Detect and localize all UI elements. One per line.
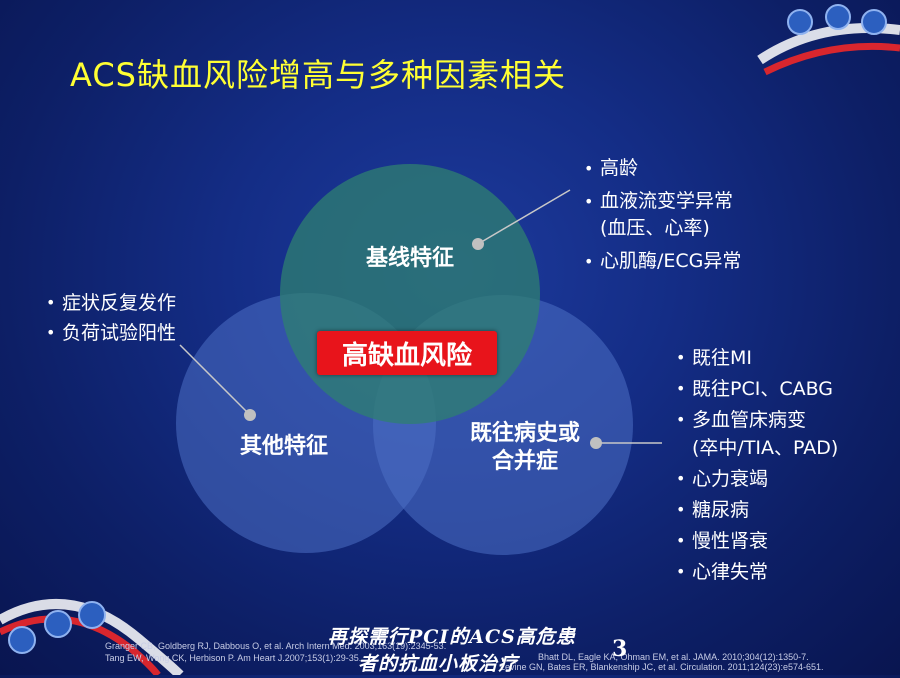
reference-line: Granger CB, Goldberg RJ, Dabbous O, et a…: [105, 641, 447, 651]
venn-label-history-line1: 既往病史或: [469, 421, 580, 446]
bullet-item-continuation: (血压、心率): [600, 217, 710, 239]
bullet-item: 高龄: [584, 155, 741, 182]
bullet-item: 负荷试验阳性: [46, 318, 176, 348]
venn-label-history-line2: 合并症: [491, 449, 558, 474]
references-right-2: Levine GN, Bates ER, Blankenship JC, et …: [500, 661, 824, 673]
other-bullet-list: 症状反复发作 负荷试验阳性: [46, 288, 176, 348]
bullet-item: 血液流变学异常: [584, 188, 741, 215]
venn-label-history: 既往病史或 合并症: [455, 420, 595, 476]
references-right: Bhatt DL, Eagle KA, Ohman EM, et al. JAM…: [538, 651, 809, 663]
bullet-item-continuation: (卒中/TIA、PAD): [692, 437, 839, 459]
baseline-bullet-list: 高龄 血液流变学异常 (血压、心率) 心肌酶/ECG异常: [584, 155, 741, 275]
venn-circle-baseline: [280, 164, 540, 424]
bullet-item: 多血管床病变: [676, 406, 838, 434]
bullet-item: 既往MI: [676, 344, 838, 372]
footer-title: 再探需行PCI的ACS高危患 者的抗血小板治疗: [328, 624, 588, 678]
venn-label-baseline: 基线特征: [365, 246, 454, 271]
slide-title: ACS缺血风险增高与多种因素相关: [70, 56, 566, 94]
reference-line: Tang EW, Wong CK, Herbison P. Am Heart J…: [105, 653, 362, 663]
history-bullet-list: 既往MI 既往PCI、CABG 多血管床病变 (卒中/TIA、PAD) 心力衰竭…: [676, 344, 838, 586]
bullet-item: 慢性肾衰: [676, 527, 838, 555]
connector-other: [179, 344, 251, 416]
bullet-item: 心力衰竭: [676, 465, 838, 493]
bullet-item: 糖尿病: [676, 496, 838, 524]
center-risk-box: 高缺血风险: [317, 331, 497, 375]
reference-line: Bhatt DL, Eagle KA, Ohman EM, et al. JAM…: [538, 652, 809, 662]
bullet-item: 心肌酶/ECG异常: [584, 248, 741, 275]
page-number: 3: [612, 636, 628, 662]
footer-title-line1: 再探需行PCI的ACS高危患: [328, 626, 576, 648]
reference-line: Levine GN, Bates ER, Blankenship JC, et …: [500, 662, 824, 672]
venn-label-other: 其他特征: [239, 434, 328, 459]
references-left: Granger CB, Goldberg RJ, Dabbous O, et a…: [105, 640, 446, 664]
bullet-item: 心律失常: [676, 558, 838, 586]
bullet-item: 症状反复发作: [46, 288, 176, 318]
connector-baseline: [477, 189, 571, 245]
footer-title-line2: 者的抗血小板治疗: [358, 653, 519, 675]
bullet-item: 既往PCI、CABG: [676, 375, 838, 403]
